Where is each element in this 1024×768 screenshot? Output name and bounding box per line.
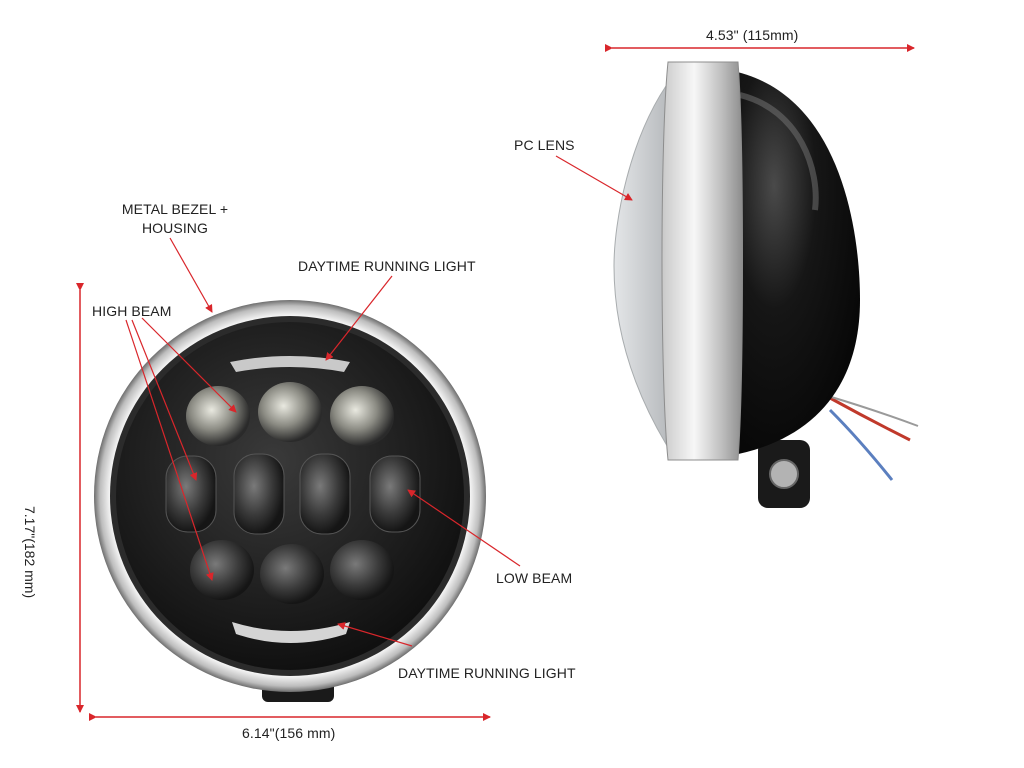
low-beam-reflector xyxy=(165,455,217,533)
side-black-housing xyxy=(728,70,860,456)
high-beam-lens xyxy=(260,544,324,604)
metal-bezel-arrow xyxy=(169,237,213,313)
metal-bezel-label-line2: HOUSING xyxy=(141,220,209,236)
drl-top-label: DAYTIME RUNNING LIGHT xyxy=(298,258,476,274)
high-beam-lens xyxy=(190,540,254,600)
high-beam-label: HIGH BEAM xyxy=(92,303,172,319)
low-beam-reflector xyxy=(233,453,285,535)
low-beam-reflector xyxy=(299,453,351,535)
pc-lens-label: PC LENS xyxy=(514,137,575,153)
height-dimension-label: 7.17"(182 mm) xyxy=(22,506,38,599)
drl-top-arrow xyxy=(325,275,393,361)
side-view-headlight xyxy=(613,61,919,508)
high-beam-lens xyxy=(186,386,250,446)
side-chrome-bezel xyxy=(661,61,743,461)
width-dimension-label: 6.14"(156 mm) xyxy=(242,725,336,741)
high-beam-lens xyxy=(330,540,394,600)
drl-bottom-arrow xyxy=(337,622,413,647)
front-view-headlight xyxy=(94,300,486,702)
high-beam-lens xyxy=(330,386,394,446)
depth-dimension-label: 4.53" (115mm) xyxy=(706,27,799,43)
low-beam-arrow xyxy=(407,489,521,567)
metal-bezel-label-line1: METAL BEZEL + xyxy=(121,201,229,217)
top-drl-strip xyxy=(230,356,350,372)
high-beam-arrow xyxy=(131,319,198,481)
high-beam-arrow xyxy=(125,319,214,581)
side-pc-lens xyxy=(613,84,667,446)
low-beam-reflector xyxy=(369,455,421,533)
low-beam-label: LOW BEAM xyxy=(496,570,573,586)
bottom-drl-strip xyxy=(232,622,350,643)
high-beam-arrow xyxy=(141,317,237,413)
drl-bottom-label: DAYTIME RUNNING LIGHT xyxy=(398,665,576,681)
pc-lens-arrow xyxy=(555,155,633,201)
high-beam-lens xyxy=(258,382,322,442)
